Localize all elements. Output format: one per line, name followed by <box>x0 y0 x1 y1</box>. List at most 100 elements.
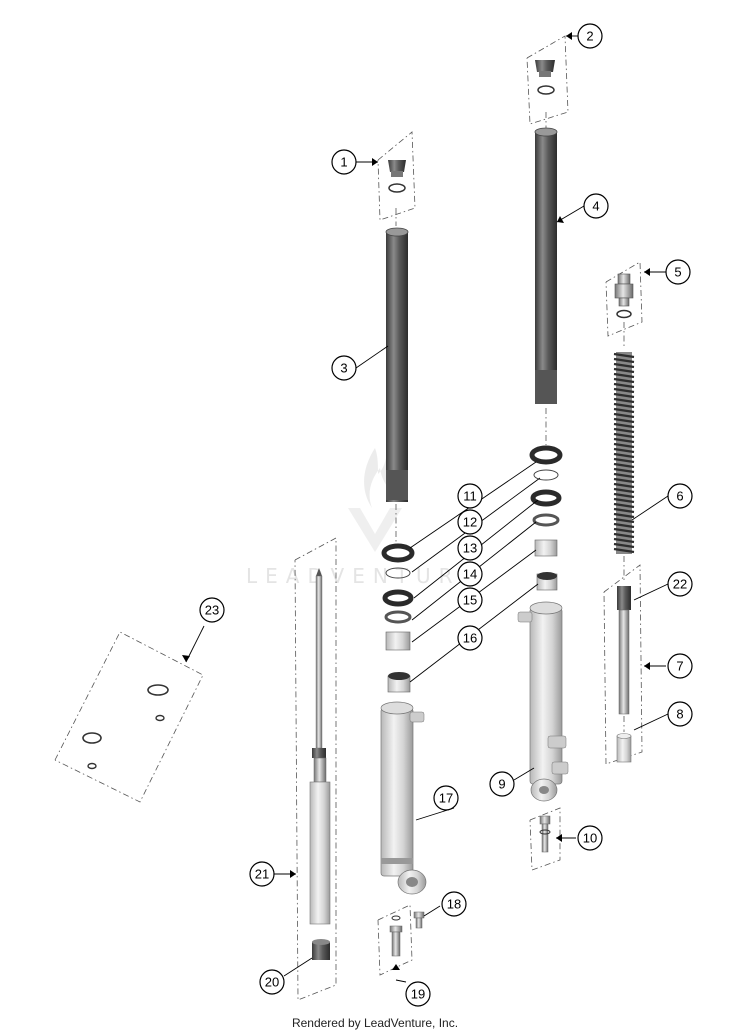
spring-coil <box>613 417 635 424</box>
svg-text:5: 5 <box>674 265 681 280</box>
part-6-spring <box>613 352 635 554</box>
svg-text:22: 22 <box>673 577 687 592</box>
callout-13: 13 <box>457 535 483 561</box>
spring-coil <box>613 497 635 504</box>
svg-text:20: 20 <box>265 975 279 990</box>
watermark-logo <box>348 448 402 552</box>
spring-coil <box>613 507 635 514</box>
svg-text:8: 8 <box>676 707 683 722</box>
footer-credit: Rendered by LeadVenture, Inc. <box>291 1016 459 1030</box>
part-17-lower-leg-left <box>380 701 427 895</box>
spring-coil <box>613 402 635 409</box>
part-21-damper-rod <box>309 568 331 925</box>
spring-coil <box>613 422 635 429</box>
callout-3: 3 <box>331 355 357 381</box>
spring-coil <box>613 487 635 494</box>
svg-text:10: 10 <box>583 831 597 846</box>
spring-coil <box>613 392 635 399</box>
svg-text:12: 12 <box>463 515 477 530</box>
callout-23: 23 <box>199 597 225 623</box>
spring-coil <box>613 527 635 534</box>
part-4-outer-tube-right <box>534 127 558 404</box>
callout-18: 18 <box>441 891 467 917</box>
svg-text:15: 15 <box>463 593 477 608</box>
spring-coil <box>613 472 635 479</box>
spring-coil <box>613 362 635 369</box>
seal-stack-right <box>529 445 563 591</box>
callout-7: 7 <box>667 653 693 679</box>
svg-text:4: 4 <box>592 199 599 214</box>
spring-coil <box>613 382 635 389</box>
svg-text:9: 9 <box>498 777 505 792</box>
callout-5: 5 <box>665 259 691 285</box>
svg-text:11: 11 <box>463 489 477 504</box>
part-8-bushing <box>616 733 632 763</box>
callout-4: 4 <box>583 193 609 219</box>
callout-21: 21 <box>249 861 275 887</box>
callout-8: 8 <box>667 701 693 727</box>
spring-coil <box>613 352 635 359</box>
svg-text:7: 7 <box>676 659 683 674</box>
spring-coil <box>613 467 635 474</box>
callout-17: 17 <box>433 785 459 811</box>
svg-text:21: 21 <box>255 867 269 882</box>
spring-coil <box>613 532 635 539</box>
svg-text:19: 19 <box>411 987 425 1002</box>
callout-16: 16 <box>457 625 483 651</box>
svg-text:2: 2 <box>586 29 593 44</box>
part-3-outer-tube-left <box>385 227 409 502</box>
spring-coil <box>613 517 635 524</box>
callout-19: 19 <box>405 981 431 1007</box>
part-18-screw <box>413 911 425 929</box>
callout-1: 1 <box>331 149 357 175</box>
svg-text:6: 6 <box>676 489 683 504</box>
spring-coil <box>613 432 635 439</box>
arrowheads <box>182 32 650 970</box>
spring-coil <box>613 542 635 549</box>
part-2-fork-cap <box>535 60 555 95</box>
spring-coil <box>613 502 635 509</box>
callout-10: 10 <box>577 825 603 851</box>
spring-coil <box>613 457 635 464</box>
spring-coil <box>613 482 635 489</box>
spring-coil <box>613 492 635 499</box>
callout-12: 12 <box>457 509 483 535</box>
svg-text:18: 18 <box>447 897 461 912</box>
spring-coil <box>613 407 635 414</box>
spring-coil <box>613 462 635 469</box>
spring-coil <box>613 367 635 374</box>
svg-text:17: 17 <box>439 791 453 806</box>
seal-stack-left <box>381 543 415 693</box>
callout-11: 11 <box>457 483 483 509</box>
callout-14: 14 <box>457 561 483 587</box>
spring-coil <box>613 427 635 434</box>
part-9-lower-leg-right <box>517 601 569 802</box>
spring-coil <box>613 522 635 529</box>
part-23-oring-kit <box>82 684 169 770</box>
spring-coil <box>613 537 635 544</box>
spring-coil <box>613 477 635 484</box>
spring-coil <box>613 437 635 444</box>
svg-text:1: 1 <box>340 155 347 170</box>
spring-coil <box>613 387 635 394</box>
spring-coil <box>613 412 635 419</box>
part-1-fork-cap <box>388 160 406 193</box>
spring-coil <box>613 452 635 459</box>
callout-6: 6 <box>667 483 693 509</box>
callout-2: 2 <box>577 23 603 49</box>
callout-22: 22 <box>667 571 693 597</box>
watermark-text: LEADVENTURE <box>246 564 481 588</box>
spring-coil <box>613 447 635 454</box>
svg-text:3: 3 <box>340 361 347 376</box>
svg-text:14: 14 <box>463 567 477 582</box>
spring-coil <box>613 512 635 519</box>
group-outlines <box>54 35 643 1001</box>
part-10-bolt <box>539 815 551 853</box>
spring-coil <box>613 547 635 554</box>
callout-9: 9 <box>489 771 515 797</box>
part-5-adjuster <box>614 273 634 319</box>
svg-text:16: 16 <box>463 631 477 646</box>
part-20-bushing <box>312 939 330 960</box>
callout-15: 15 <box>457 587 483 613</box>
